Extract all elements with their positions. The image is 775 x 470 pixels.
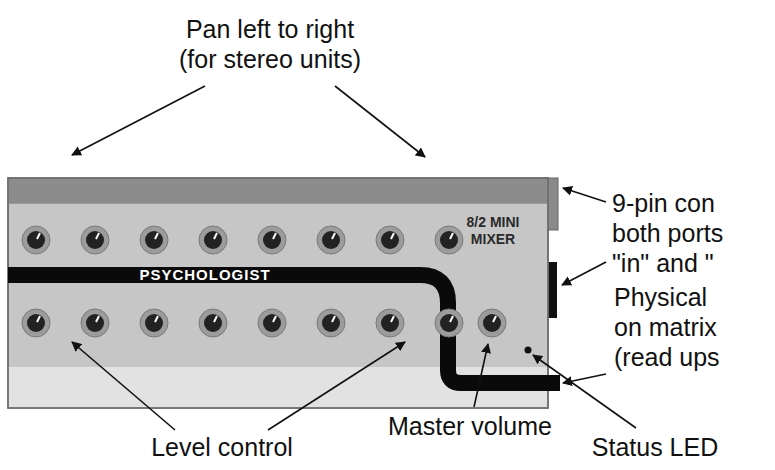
brand-name: PSYCHOLOGIST [120, 267, 290, 283]
label-box: Master volume [380, 411, 560, 441]
callout-label: 9-pin con both ports "in" and " [612, 189, 723, 277]
knob [199, 226, 227, 254]
callout-label: Level control [151, 433, 293, 461]
knob [435, 309, 463, 337]
callout-label: Status LED [592, 433, 718, 461]
knob [81, 309, 109, 337]
knob [140, 309, 168, 337]
knob [22, 309, 50, 337]
matrix-stripe [8, 275, 560, 383]
leader-lines [72, 86, 636, 430]
knob [317, 309, 345, 337]
knobs [22, 226, 506, 337]
knob [199, 309, 227, 337]
label-box: Physical on matrix (read ups [614, 282, 734, 372]
label-box: Pan left to right (for stereo units) [170, 14, 370, 74]
knob [258, 226, 286, 254]
panel-body [8, 178, 548, 408]
callout-label: Master volume [388, 412, 552, 440]
model-name: 8/2 MINI MIXER [460, 214, 526, 248]
knob [317, 226, 345, 254]
label-box: Status LED [560, 432, 750, 462]
knob [22, 226, 50, 254]
mixer-panel: PSYCHOLOGIST 8/2 MINI MIXER [8, 178, 548, 408]
callout-label: Physical on matrix (read ups [614, 283, 720, 371]
label-box: 9-pin con both ports "in" and " [612, 188, 742, 278]
knob [376, 226, 404, 254]
knob [258, 309, 286, 337]
knob [140, 226, 168, 254]
knob [376, 309, 404, 337]
knob [81, 226, 109, 254]
label-box: Level control [122, 432, 322, 462]
status-led [525, 347, 532, 354]
knob [478, 309, 506, 337]
callout-label: Pan left to right (for stereo units) [179, 15, 361, 73]
knob [435, 226, 463, 254]
